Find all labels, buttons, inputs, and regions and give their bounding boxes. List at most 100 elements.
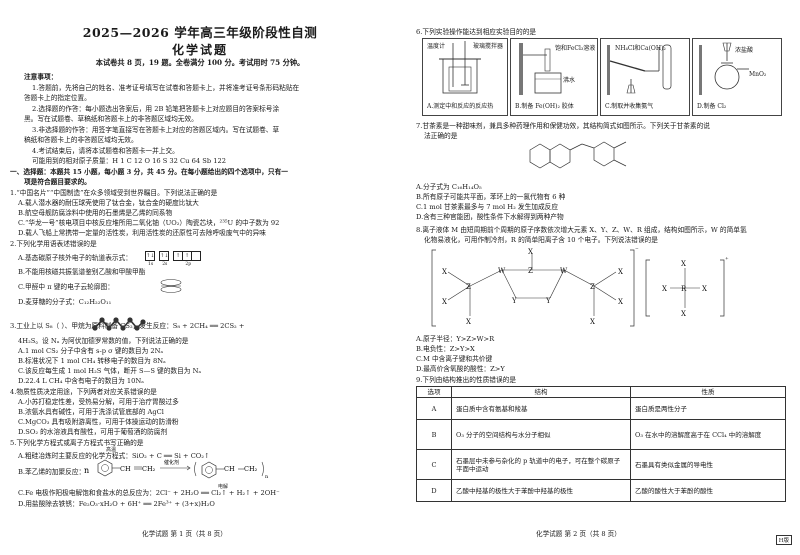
chlorine-setup-icon xyxy=(699,42,749,95)
table-header: 结构 xyxy=(451,385,631,399)
option-6c: C.制取并收集氨气 xyxy=(605,103,654,110)
charge-negative: ⁻ xyxy=(635,246,639,254)
ch-label: CH xyxy=(120,465,131,473)
table-cell: 乙酸的酸性大于苯酚的酸性 xyxy=(630,479,786,503)
option-6a: A.测定中和反应的反应热 xyxy=(427,103,494,110)
label-water: 沸水 xyxy=(563,77,576,84)
table-header: 性质 xyxy=(630,385,786,399)
question-3: 3.工业上以 S₈（ ）、甲烷为原料制备 CS₂，发生反应：S₈ + 2CH₄ … xyxy=(10,322,245,330)
table-cell: 石墨具有类似金属的导电性 xyxy=(630,449,786,481)
question-2: 2.下列化学用语表述错误的是 xyxy=(10,240,97,248)
orbital-box xyxy=(191,251,201,261)
option-1a: A.载人潜水器的耐压球壳使用了钛合金，钛合金的硬度比钛大 xyxy=(18,199,199,207)
atom-x: X xyxy=(442,298,447,306)
ch2-label: CH₂ xyxy=(142,465,156,473)
question-6: 6.下列实验操作能达到相应实验目的的是 xyxy=(416,28,537,36)
catalyst-label: 催化剂 xyxy=(164,459,179,466)
condition-high-temp: 高温 xyxy=(106,447,117,453)
atom-x: X xyxy=(681,260,686,268)
orbital-labels: 1s 2s 2p xyxy=(148,261,191,269)
ch-label: CH xyxy=(224,465,235,473)
option-1d: D.载人飞船上常携带一定量的活性炭，利用活性炭的还原性可去除呼吸废气中的异味 xyxy=(18,229,266,237)
question-1: 1.“中国名片”“中国制造”在众多领域受到世界瞩目。下列说法正确的是 xyxy=(10,189,218,197)
note-line: 4.考试结束后，请将本试题卷和答题卡一并上交。 xyxy=(32,147,179,155)
charge-positive: ⁺ xyxy=(725,256,729,264)
question-4: 4.物质性质决定用途，下列两者对应关系错误的是 xyxy=(10,388,157,396)
label-stirrer: 玻璃搅拌器 xyxy=(473,43,504,50)
note-line: 答题卡上的指定位置。 xyxy=(24,94,91,102)
ionic-liquid-structure: Z W Z W Z Y Y X X X X X X X R X X X X ⁻ xyxy=(431,246,729,327)
option-2c: C.甲醛中 π 键的电子云轮廓图： xyxy=(18,283,114,291)
option-1b: B.航空母舰防腐涂料中使用的石墨烯是乙烯的同系物 xyxy=(18,209,173,217)
option-7a: A.分子式为 C₁₆H₁₄O₅ xyxy=(416,183,482,191)
table-cell: A xyxy=(416,397,452,421)
question-5: 5.下列化学方程式或离子方程式书写正确的是 xyxy=(10,439,144,447)
note-line: 黑。写在试题卷、草稿纸和答题卡上的非答题区域均无效。 xyxy=(24,115,198,123)
table-row: A 蛋白质中含有氨基和羧基 蛋白质是两性分子 xyxy=(416,397,786,421)
q9-table: 选项 结构 性质 A 蛋白质中含有氨基和羧基 蛋白质是两性分子 B O₃ 分子的… xyxy=(416,385,786,503)
option-8b: B.电负性：Z>Y>X xyxy=(416,345,475,353)
orbital-label: 2p xyxy=(185,262,192,267)
pi-bond-cloud-icon xyxy=(160,279,182,293)
apparatus-a: 温度计 玻璃搅拌器 A.测定中和反应的反应热 xyxy=(422,38,508,116)
atom-x: X xyxy=(702,285,707,293)
atom-x: X xyxy=(590,318,595,326)
atom-x: X xyxy=(528,248,533,256)
option-5c: C.Fe 电极作阳极电解饱和食盐水的总反应为：2Cl⁻ + 2H₂O ══ Cl… xyxy=(18,489,280,497)
subject-title: 化学试题 xyxy=(171,43,228,57)
option-7c: C.1 mol 甘茶素最多与 7 mol H₂ 发生加成反应 xyxy=(416,203,559,211)
option-5d: D.用盐酸除去铁锈：Fe₂O₃·xH₂O + 6H⁺ ══ 2Fe³⁺ + (3… xyxy=(18,500,215,508)
table-cell: O₃ 在水中的溶解度高于在 CCl₄ 中的溶解度 xyxy=(630,419,786,451)
label-conc-hcl: 浓盐酸 xyxy=(735,47,754,54)
dropper-beaker-icon xyxy=(519,43,562,95)
table-cell: 乙酸中羟基的极性大于苯酚中羟基的极性 xyxy=(451,479,631,503)
note-line: 可能用到的相对原子质量：H 1 C 12 O 16 S 32 Cu 64 Sb … xyxy=(32,157,226,165)
note-line: 1.答题前，先将自己的姓名、准考证号填写在试卷和答题卡上，并将准考证号条形码粘贴… xyxy=(32,84,300,92)
option-2d: D.麦芽糖的分子式：C₁₂H₂₂O₁₁ xyxy=(18,298,112,306)
option-7d: D.含有三种官能团，酸性条件下水解得到两种产物 xyxy=(416,213,564,221)
atom-x: X xyxy=(681,310,686,318)
atom-y: Y xyxy=(545,297,551,305)
option-2b: B.不能用核磁共振氢谱鉴别乙酸和甲酸甲酯 xyxy=(18,268,146,276)
atom-x: X xyxy=(442,268,447,276)
atom-x: X xyxy=(662,285,667,293)
atom-r: R xyxy=(681,285,687,293)
option-6d: D.制备 Cl₂ xyxy=(697,103,727,110)
atom-x: X xyxy=(618,298,623,306)
table-cell: 蛋白质是两性分子 xyxy=(630,397,786,421)
table-cell: D xyxy=(416,479,452,503)
note-line: 2.选择题的作答：每小题选出答案后，用 2B 铅笔把答题卡上对应题目的答案标号涂 xyxy=(32,105,280,113)
option-3b: B.标准状况下 1 mol CH₄ 转移电子的数目为 8Nₐ xyxy=(18,357,166,365)
orbital-label: 2s xyxy=(162,262,168,267)
option-4b: B.浓氨水具有碱性，可用于洗涤试管底部的 AgCl xyxy=(18,408,164,416)
orbital-diagram: ↑↓↑↓↑↑ xyxy=(145,251,201,261)
label-mno2: MnO₂ xyxy=(749,71,767,78)
footer-right: 化学试题 第 2 页（共 8 页） xyxy=(536,530,621,538)
exam-info: 本试卷共 8 页，19 题。全卷满分 100 分。考试用时 75 分钟。 xyxy=(95,58,305,67)
label-fecl3: 饱和FeCl₃溶液 xyxy=(555,45,596,52)
table-cell: B xyxy=(416,419,452,451)
option-1c: C.“华龙一号”核电项目中核反应堆所用二氧化铀（UO₂）陶瓷芯块，²³⁵U 的中… xyxy=(18,219,280,227)
option-5b: B.苯乙烯的加聚反应： xyxy=(18,468,86,476)
option-6b: B.制备 Fe(OH)₂ 胶体 xyxy=(515,103,574,110)
option-7b: B.所有原子可能共平面，苯环上的一氯代物有 6 种 xyxy=(416,193,566,201)
note-line: 3.非选择题的作答：用签字笔直接写在答题卡上对应的答题区域内。写在试题卷、草 xyxy=(32,126,280,134)
atom-x: X xyxy=(618,268,623,276)
atom-y: Y xyxy=(511,297,517,305)
label-nh4cl: NH₄Cl和Ca(OH)₂ xyxy=(615,45,666,52)
table-cell: O₃ 分子的空间结构与水分子相似 xyxy=(451,419,631,451)
ammonia-setup-icon xyxy=(607,44,672,95)
n-subscript: n xyxy=(265,474,269,480)
section-heading: 项是符合题目要求的。 xyxy=(24,178,91,186)
orbital-label: 1s xyxy=(148,262,154,267)
apparatus-b: 饱和FeCl₃溶液 沸水 B.制备 Fe(OH)₂ 胶体 xyxy=(510,38,598,116)
question-3-cont: 4H₂S。设 Nₐ 为阿伏加德罗常数的值，下列说法正确的是 xyxy=(18,337,189,345)
apparatus-c: NH₄Cl和Ca(OH)₂ C.制取并收集氨气 xyxy=(600,38,690,116)
condition-electrolysis: 电解 xyxy=(218,484,229,490)
calorimeter-icon xyxy=(439,41,481,94)
option-3d: D.22.4 L CH₄ 中含有电子的数目为 10Nₐ xyxy=(18,377,144,385)
table-cell: C xyxy=(416,449,452,481)
option-4c: C.MgCO₃ 具有吸附游离性，可用于体操运动的防滑粉 xyxy=(18,418,179,426)
atom-z: Z xyxy=(528,267,533,275)
table-row: D 乙酸中羟基的极性大于苯酚中羟基的极性 乙酸的酸性大于苯酚的酸性 xyxy=(416,479,786,503)
